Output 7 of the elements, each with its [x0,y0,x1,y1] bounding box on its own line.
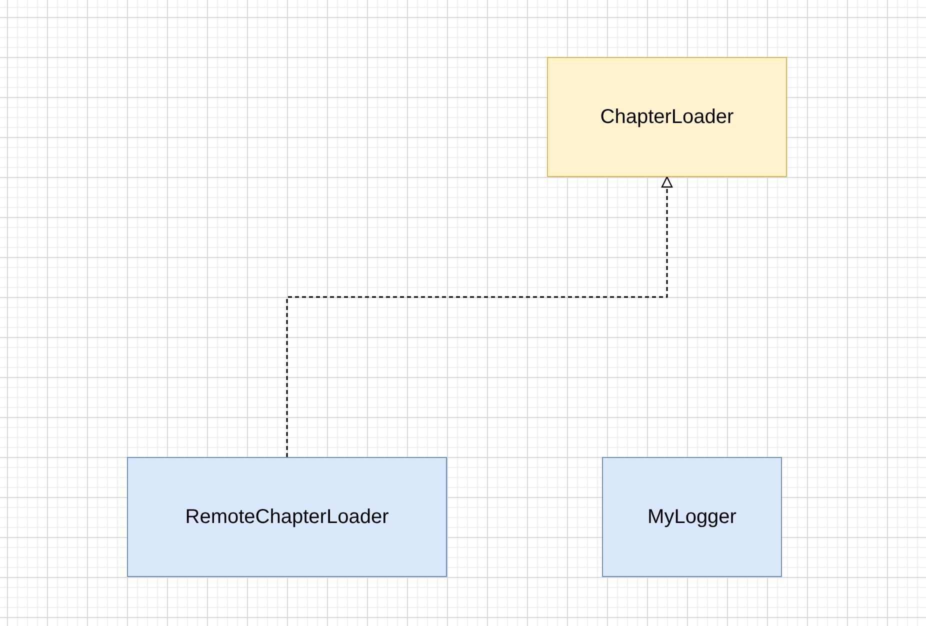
dashed-arrow [286,176,673,457]
class-name: ChapterLoader [600,106,734,128]
class-box [547,57,787,177]
class-box [127,457,447,577]
class-name: RemoteChapterLoader [185,506,389,528]
class-box [602,457,782,577]
class-name: MyLogger [648,506,736,528]
